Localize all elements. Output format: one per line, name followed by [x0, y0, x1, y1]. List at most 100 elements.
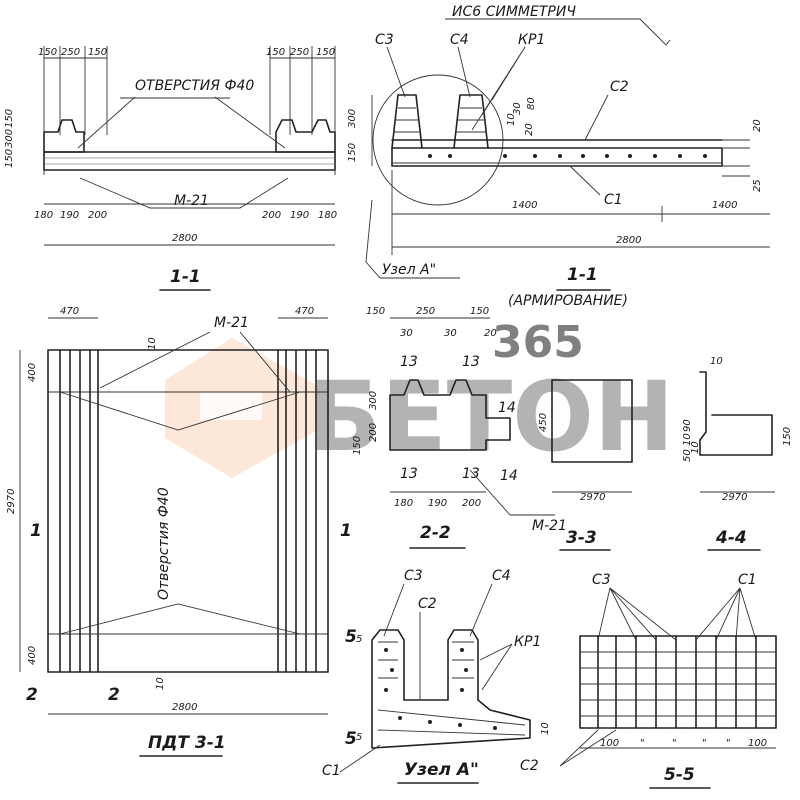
section-4-4: 10 90 50 10 10 150 2970 4-4	[682, 356, 793, 551]
dim-bot-6: 180	[318, 210, 337, 221]
s55-dim-6: 100	[748, 738, 767, 749]
node-dots	[384, 648, 497, 730]
plan-dim-2970: 2970	[6, 489, 17, 514]
s22-mark-13c: 13	[400, 466, 418, 482]
s22-dim-300: 300	[368, 391, 379, 410]
s44-dim-bottom: 2970	[722, 492, 747, 503]
s22-dim-150b: 150	[470, 306, 489, 317]
label-c1: С1	[604, 192, 623, 208]
plan-holes-note: Отверстия Ф40	[156, 487, 172, 600]
node-title: Узел А"	[404, 760, 479, 780]
s22-dim-150a: 150	[366, 306, 385, 317]
s55-dim-2: "	[640, 738, 645, 749]
profile-outline	[43, 119, 85, 153]
watermark: БЕТОН 365	[165, 317, 674, 478]
dim-total: 2800	[172, 233, 197, 244]
s33-dim-side: 450	[538, 413, 549, 432]
s22-title: 2-2	[420, 523, 451, 543]
section-5-5: С3 С1 С2 100 " " " " 100 5-5	[520, 572, 777, 789]
dim-top-5: 250	[290, 47, 309, 58]
plan-dim-470-a: 470	[60, 306, 79, 317]
dim-2800: 2800	[616, 235, 641, 246]
node-label: Узел А"	[382, 262, 436, 278]
s22-rod: М-21	[532, 518, 567, 534]
label-c4: С4	[450, 32, 469, 48]
s55-leaders	[559, 587, 757, 767]
node-dim-5a: 5	[356, 634, 362, 645]
s55-dim-5: "	[726, 738, 731, 749]
cut-2-left: 2	[26, 685, 38, 705]
dim-left-1: 150	[4, 149, 15, 168]
dim-s1: 30	[512, 102, 523, 115]
s33-rect	[551, 379, 633, 463]
plan-dim-400-bot: 400	[27, 646, 38, 665]
holes-note: ОТВЕРСТИЯ Ф40	[135, 78, 254, 94]
s55-c1: С1	[738, 572, 757, 588]
section-1-1-reinforcement: С3 С4 КР1 С2 С1 300 150 30 80	[347, 32, 770, 309]
cut-2-mid: 2	[108, 685, 120, 705]
dim-top-1: 150	[38, 47, 57, 58]
node-dim-10: 10	[540, 722, 551, 735]
section-3-3: 450 2970 3-3	[538, 379, 633, 551]
plan-view: Отверстия Ф40 М-21 470 470 400 2970 400 …	[6, 306, 357, 757]
s55-frame	[579, 635, 777, 729]
node-a-detail: С3 С2 С4 КР1 С1 5 5 10 Узел А"	[322, 568, 551, 784]
dim-300: 300	[347, 109, 358, 128]
header-note: ИС6 СИММЕТРИЧ	[452, 4, 576, 20]
s44-dim-90: 90	[682, 419, 693, 432]
dim-s2: 80	[526, 97, 537, 110]
s44-dim-10a: 10	[682, 433, 693, 446]
plan-dim-470-b: 470	[295, 306, 314, 317]
s33-dim-bottom: 2970	[580, 492, 605, 503]
watermark-logo-cut	[200, 392, 262, 420]
plan-rod-leaders	[99, 331, 291, 393]
s44-dim-10: 10	[710, 356, 723, 367]
watermark-number: 365	[492, 317, 584, 368]
s44-profile	[699, 371, 773, 456]
profile-outline-right	[275, 119, 336, 153]
dim-bot-2: 190	[60, 210, 79, 221]
dim-1400-b: 1400	[712, 200, 737, 211]
plan-small-10-b: 10	[155, 677, 166, 690]
node-leader	[365, 199, 460, 279]
header-leader	[445, 18, 671, 46]
watermark-brand: БЕТОН	[308, 361, 674, 473]
s33-title: 3-3	[566, 528, 597, 548]
s44-dim-50: 50	[682, 449, 693, 462]
s22-dim-200: 200	[368, 423, 379, 442]
s22-dim-190: 190	[428, 498, 447, 509]
dim-top-3: 150	[88, 47, 107, 58]
s55-c2: С2	[520, 758, 539, 774]
s22-profile	[389, 379, 511, 451]
plan-ribs-left	[59, 349, 99, 673]
plan-small-10-a: 10	[147, 337, 158, 350]
node-c1: С1	[322, 763, 341, 779]
watermark-logo	[165, 338, 318, 478]
rod-note: М-21	[174, 193, 209, 209]
s44-dim-150: 150	[782, 427, 793, 446]
dim-s3: 10	[506, 113, 517, 126]
label-kp1: КР1	[518, 32, 545, 48]
rib-right	[453, 94, 489, 149]
s22-dim-20: 20	[484, 328, 497, 339]
node-c4: С4	[492, 568, 511, 584]
cut-1-right: 1	[340, 521, 352, 541]
s44-title: 4-4	[715, 528, 747, 548]
node-rebars	[377, 641, 526, 736]
plan-total: 2800	[172, 702, 197, 713]
node-kp1: КР1	[514, 634, 541, 650]
rod-leaders	[79, 177, 289, 209]
label-c3: С3	[375, 32, 394, 48]
dim-left-3: 150	[4, 109, 15, 128]
s44-dim-10b: 10	[690, 441, 701, 454]
hole-leaders	[59, 391, 301, 635]
dim-s5: 20	[752, 119, 763, 132]
dim-bot-1: 180	[34, 210, 53, 221]
dim-s4: 20	[524, 123, 535, 136]
plan-title: ПДТ 3-1	[148, 733, 226, 753]
s22-dim-250: 250	[416, 306, 435, 317]
dim-s6: 25	[752, 179, 763, 192]
s22-mark-14b: 14	[500, 468, 518, 484]
s55-dim-3: "	[672, 738, 677, 749]
